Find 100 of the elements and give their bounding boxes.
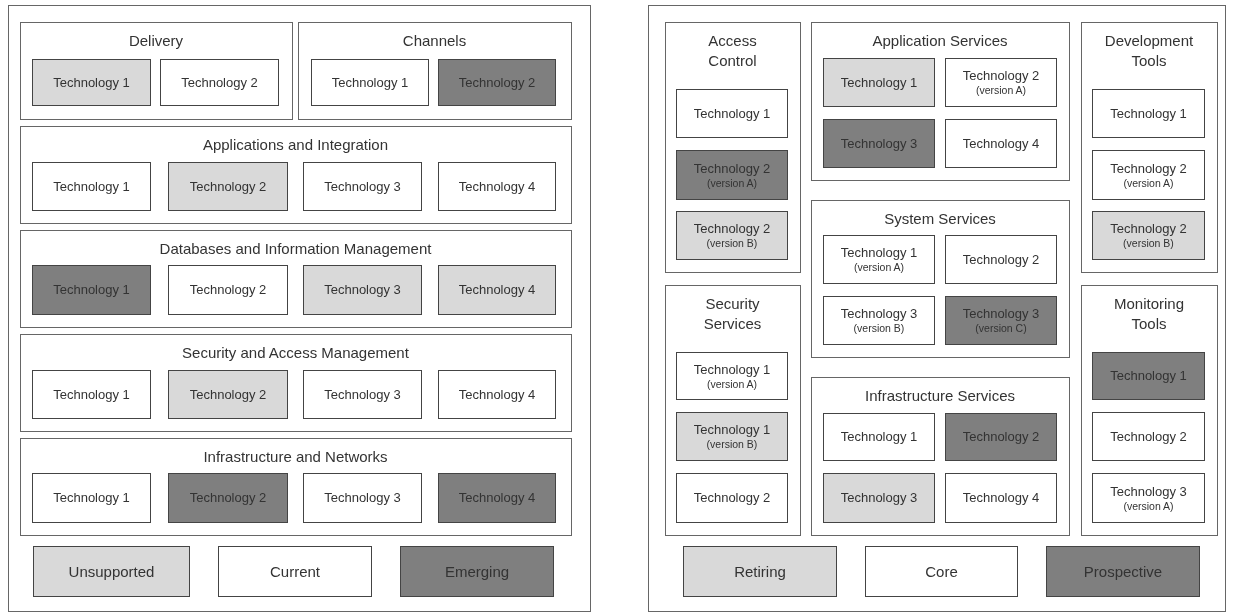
version-note: (version B) [1123,237,1174,250]
category-panel [810,376,1070,536]
version-note: (version C) [975,322,1027,335]
technology-box [168,473,288,523]
technology-name: Technology 2 [1110,160,1187,177]
category-panel [664,284,801,536]
technology-box [32,162,151,211]
technology-box [168,370,288,419]
panel-title: Application Services [871,30,1009,51]
technology-name: Technology 1 [331,74,409,91]
technology-box [676,352,788,400]
category-panel [664,21,801,273]
legend-label: Unsupported [68,563,155,580]
technology-name: Technology 1 [840,429,918,445]
technology-name: Technology 2 [189,490,267,506]
technology-box [1092,352,1205,400]
technology-name: Technology 2 [189,386,267,403]
technology-box [945,296,1057,345]
technology-name: Technology 2 [693,160,771,177]
technology-name: Technology 1 [1110,368,1187,384]
technology-box [168,265,288,315]
category-panel [1080,21,1218,273]
panel-title: Access Control [707,30,758,71]
legend-label: Prospective [1083,563,1163,580]
category-panel [19,333,572,432]
technology-name: Technology 4 [962,490,1040,506]
technology-box [168,162,288,211]
technology-box [823,235,935,284]
panel-title: Infrastructure and Networks [202,446,389,467]
category-panel [810,199,1070,358]
technology-name: Technology 1 [840,74,918,91]
technology-box [945,473,1057,523]
version-note: (version B) [853,322,905,335]
technology-name: Technology 1 [53,74,130,91]
version-note: (version A) [706,377,758,391]
technology-name: Technology 2 [181,74,258,91]
technology-box [945,58,1057,107]
technology-box [823,413,935,461]
technology-name: Technology 4 [458,386,536,403]
category-panel [19,437,572,536]
technology-box [303,473,422,523]
version-note: (version A) [1123,176,1174,190]
technology-name: Technology 3 [324,490,401,506]
technology-name: Technology 1 [1110,105,1187,122]
panel-frame [8,5,591,612]
technology-box [32,473,151,523]
panel-title: System Services [883,208,997,229]
panel-title: Databases and Information Management [158,238,433,259]
technology-name: Technology 2 [1110,428,1187,445]
technology-name: Technology 3 [840,490,918,506]
technology-box [1092,211,1205,260]
technology-name: Technology 1 [53,282,130,298]
technology-box [823,473,935,523]
legend-label: Core [925,563,958,580]
category-panel [1080,284,1218,536]
technology-box [438,265,556,315]
technology-name: Technology 4 [962,135,1040,152]
technology-box [676,412,788,461]
technology-name: Technology 2 [962,429,1040,445]
legend-label: Retiring [734,563,786,580]
category-panel [19,229,572,328]
technology-box [438,473,556,523]
technology-box [438,162,556,211]
technology-box [676,211,788,260]
technology-box [945,119,1057,168]
version-note: (version A) [1123,499,1174,513]
category-panel [19,21,293,120]
technology-box [32,59,151,106]
panel-title: Channels [401,30,468,51]
panel-title: Delivery [127,30,185,51]
panel-title: Infrastructure Services [863,385,1017,406]
technology-name: Technology 4 [458,490,536,506]
technology-name: Technology 1 [693,361,771,378]
category-panel [19,125,572,224]
technology-name: Technology 1 [53,178,130,195]
category-panel [297,21,572,120]
legend-label: Current [270,563,320,580]
technology-box [438,370,556,419]
technology-box [1092,473,1205,523]
technology-name: Technology 2 [693,221,771,237]
technology-name: Technology 1 [693,422,771,438]
technology-box [676,89,788,138]
technology-box [676,473,788,523]
version-note: (version A) [706,176,758,190]
technology-box [1092,412,1205,461]
technology-box [160,59,279,106]
panel-frame [648,5,1226,612]
version-note: (version A) [975,84,1027,97]
technology-name: Technology 3 [1110,483,1187,500]
technology-name: Technology 2 [962,68,1040,84]
panel-title: Development Tools [1103,30,1195,71]
technology-name: Technology 1 [840,245,918,261]
technology-name: Technology 2 [458,74,536,91]
technology-box [303,162,422,211]
technology-box [303,370,422,419]
technology-box [32,370,151,419]
technology-box [311,59,429,106]
technology-name: Technology 1 [53,386,130,403]
technology-name: Technology 2 [189,178,267,195]
technology-name: Technology 3 [324,386,401,403]
